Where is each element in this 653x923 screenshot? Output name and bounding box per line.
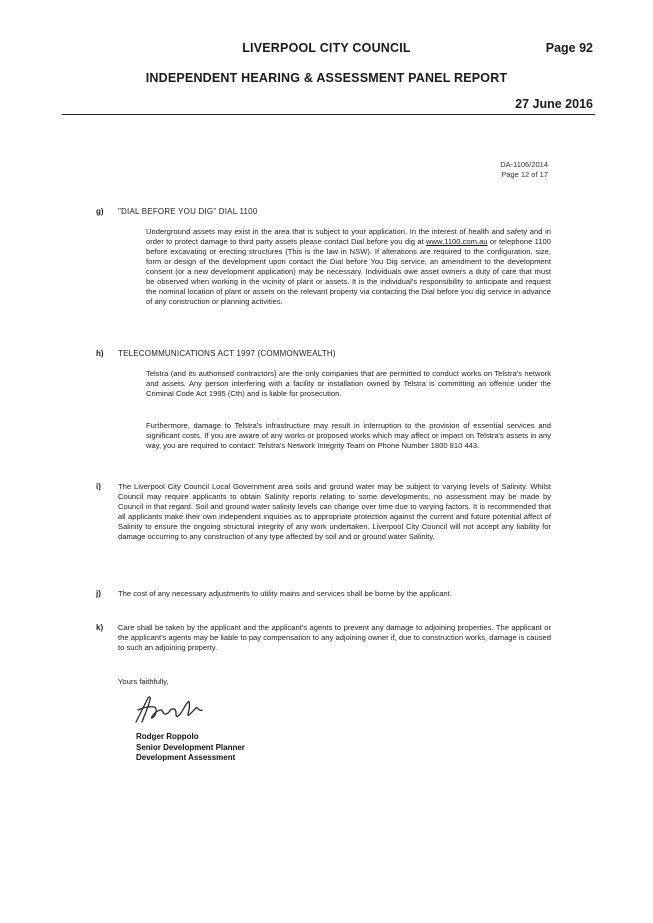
paragraph-utility-adjustments: The cost of any necessary adjustments to… bbox=[118, 589, 452, 598]
dbyd-text-start: Underground assets may exist in the area… bbox=[146, 227, 551, 247]
heading-dial-before-you-dig: "DIAL BEFORE YOU DIG" DIAL 1100 bbox=[118, 207, 258, 216]
handwritten-signature bbox=[135, 696, 203, 723]
signatory-name: Rodger Roppolo bbox=[136, 732, 199, 741]
closing-salutation: Yours faithfully, bbox=[118, 677, 169, 686]
dbyd-text-rest: or telephone 1100 before excavating or e… bbox=[146, 237, 551, 307]
paragraph-telstra-infrastructure: Furthermore, damage to Telstra's infrast… bbox=[146, 421, 551, 451]
doc-page-count: Page 12 of 17 bbox=[501, 170, 548, 179]
document-reference: DA-1106/2014 Page 12 of 17 bbox=[500, 160, 548, 180]
item-letter-i: i) bbox=[96, 482, 101, 491]
item-letter-h: h) bbox=[96, 349, 104, 358]
signatory-block: Rodger Roppolo Senior Development Planne… bbox=[136, 732, 245, 764]
header-divider bbox=[62, 114, 595, 115]
council-name: LIVERPOOL CITY COUNCIL bbox=[242, 41, 411, 55]
item-letter-k: k) bbox=[96, 623, 104, 632]
paragraph-dial-before-you-dig: Underground assets may exist in the area… bbox=[146, 227, 551, 307]
item-letter-g: g) bbox=[96, 207, 104, 216]
signatory-department: Development Assessment bbox=[136, 753, 236, 762]
heading-telecommunications-act: TELECOMMUNICATIONS ACT 1997 (COMMONWEALT… bbox=[118, 349, 336, 358]
paragraph-adjoining-properties: Care shall be taken by the applicant and… bbox=[118, 623, 551, 653]
paragraph-telstra-assets: Telstra (and its authorised contractors)… bbox=[146, 369, 551, 399]
item-letter-j: j) bbox=[96, 589, 101, 598]
signatory-title: Senior Development Planner bbox=[136, 742, 245, 752]
report-title: INDEPENDENT HEARING & ASSESSMENT PANEL R… bbox=[145, 71, 508, 85]
dbyd-website-link[interactable]: www.1100.com.au bbox=[426, 237, 488, 247]
da-number: DA-1106/2014 bbox=[500, 160, 548, 169]
page-number: Page 92 bbox=[545, 41, 593, 55]
paragraph-salinity: The Liverpool City Council Local Governm… bbox=[118, 482, 551, 542]
report-date: 27 June 2016 bbox=[515, 97, 593, 111]
